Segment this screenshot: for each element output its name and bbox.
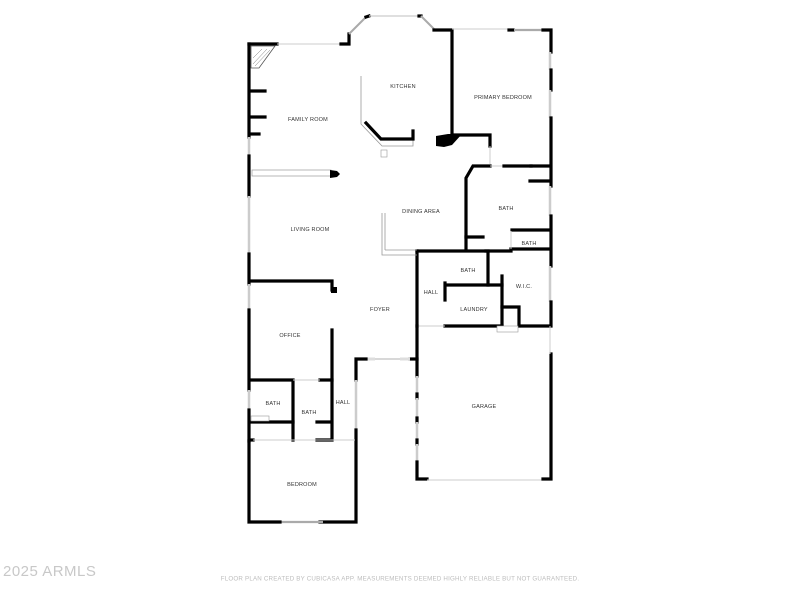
armls-watermark: 2025 ARMLS [3, 563, 97, 580]
room-label-kitchen: KITCHEN [390, 84, 416, 90]
room-label-laundry: LAUNDRY [460, 307, 488, 313]
room-label-family-room: FAMILY ROOM [288, 117, 328, 123]
room-label-garage: GARAGE [471, 404, 497, 410]
room-label-toilet-bath: BATH [521, 241, 537, 247]
room-label-hall-center: HALL [423, 290, 439, 296]
room-label-office: OFFICE [279, 333, 301, 339]
room-label-primary-bath: BATH [498, 206, 514, 212]
room-label-dining-area: DINING AREA [402, 209, 440, 215]
walls [247, 13, 553, 524]
cubicasa-disclaimer: FLOOR PLAN CREATED BY CUBICASA APP. MEAS… [220, 575, 580, 583]
room-label-foyer: FOYER [370, 307, 390, 313]
room-label-wic: W.I.C. [515, 284, 533, 290]
room-label-bedroom: BEDROOM [287, 482, 317, 488]
room-label-hall-bath: BATH [460, 268, 476, 274]
room-label-bath-left: BATH [265, 401, 281, 407]
room-label-bath-mid: BATH [301, 410, 317, 416]
room-label-primary-bedroom: PRIMARY BEDROOM [474, 95, 532, 101]
room-label-hall-left: HALL [335, 400, 351, 406]
room-label-living-room: LIVING ROOM [290, 227, 330, 233]
